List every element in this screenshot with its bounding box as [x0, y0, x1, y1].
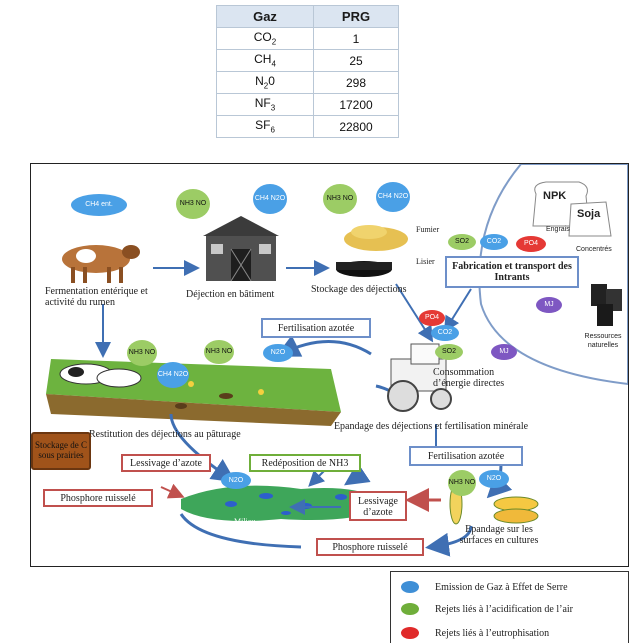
- n2o-cloud: N2O: [221, 472, 251, 489]
- nh3-no-cloud: NH3 NO: [448, 470, 476, 496]
- stockage-c-box: Stockage de C sous prairies: [31, 432, 91, 470]
- phosphore-ruissele-box: Phosphore ruisselé: [43, 489, 153, 507]
- mj-cloud: MJ: [536, 297, 562, 313]
- ghg-cloud-icon: [401, 581, 419, 593]
- fabrication-box: Fabrication et transport des Intrants: [445, 256, 579, 288]
- gwp-table: Gaz PRG CO2 1 CH4 25 N20 298 NF3 17200 S…: [216, 5, 399, 138]
- legend-item: Rejets liés à l’acidification de l’air: [401, 600, 573, 618]
- nh3-no-cloud: NH3 NO: [204, 340, 234, 364]
- gas-subscript: 2: [271, 37, 277, 47]
- legend-item: Rejets liés à l’eutrophisation: [401, 624, 549, 642]
- gas-subscript: 4: [271, 59, 276, 69]
- fermentation-label: Fermentation entérique et activité du ru…: [45, 286, 148, 308]
- legend-label: Emission de Gaz à Effet de Serre: [435, 581, 568, 593]
- legend-label: Rejets liés à l’acidification de l’air: [435, 603, 573, 615]
- input-sacks-pictogram: [532, 181, 612, 237]
- lisier-label: Lisier: [416, 257, 435, 266]
- gas-subscript: 6: [270, 125, 275, 135]
- lessivage-azote-box: Lessivage d’azote: [121, 454, 211, 472]
- prg-cell: 22800: [313, 115, 399, 138]
- n2o-cloud: N2O: [263, 344, 293, 362]
- table-row: SF6 22800: [216, 115, 399, 138]
- concentres-label: Concentrés: [576, 246, 612, 253]
- table-row: NF3 17200: [216, 93, 399, 116]
- barn-pictogram: [203, 216, 279, 282]
- co2-cloud: CO2: [431, 325, 459, 341]
- prg-cell: 25: [313, 49, 399, 72]
- ch4-n2o-cloud: CH4 N2O: [157, 362, 189, 388]
- prg-cell: 17200: [313, 93, 399, 116]
- lessivage-azote-box: Lessivage d’azote: [349, 491, 407, 521]
- gas-cell: SF6: [216, 115, 314, 138]
- stockage-label: Stockage des déjections: [311, 284, 407, 295]
- prg-cell: 1: [313, 27, 399, 50]
- livestock-emissions-diagram: CH4 ent. NH3 NO CH4 N2O NH3 NO CH4 N2O N…: [30, 163, 629, 567]
- engrais-label: Engrais: [546, 226, 570, 233]
- column-header-gaz: Gaz: [216, 5, 314, 28]
- fertilisation-azotee-box: Fertilisation azotée: [261, 318, 371, 338]
- dejection-batiment-label: Déjection en bâtiment: [186, 289, 275, 300]
- gas-formula: NF: [254, 96, 271, 111]
- gas-cell: NF3: [216, 93, 314, 116]
- tractor-pictogram: [387, 343, 452, 412]
- soja-label: Soja: [577, 208, 601, 220]
- epandage-cultures-label: Epandage sur les surfaces en cultures: [459, 524, 539, 546]
- gas-formula: SF: [255, 118, 271, 133]
- gas-formula: CO: [253, 30, 272, 45]
- fumier-label: Fumier: [416, 225, 440, 234]
- oil-barrels-pictogram: [591, 284, 622, 326]
- ch4-n2o-cloud: CH4 N2O: [376, 182, 410, 212]
- nh3-no-cloud: NH3 NO: [323, 184, 357, 214]
- mj-cloud: MJ: [491, 344, 517, 360]
- acidification-cloud-icon: [401, 603, 419, 615]
- so2-cloud: SO2: [448, 234, 476, 250]
- gas-cell: N20: [216, 71, 314, 94]
- n2o-cloud: N2O: [479, 470, 509, 488]
- epandage-dejections-label: Epandage des déjections et fertilisation…: [333, 421, 529, 432]
- legend-item: Emission de Gaz à Effet de Serre: [401, 578, 568, 596]
- gas-cell: CH4: [216, 49, 314, 72]
- table-header-row: Gaz PRG: [216, 5, 399, 28]
- legend-label: Rejets liés à l’eutrophisation: [435, 627, 550, 639]
- redeposition-nh3-box: Redéposition de NH3: [249, 454, 361, 472]
- manure-storage-pictogram: [336, 225, 408, 277]
- column-header-prg: PRG: [313, 5, 399, 28]
- ch4-n2o-cloud: CH4 N2O: [253, 184, 287, 214]
- cow-pictogram: [62, 245, 140, 283]
- gas-formula: N: [255, 74, 264, 89]
- so2-cloud: SO2: [435, 344, 463, 360]
- gas-subscript: 3: [270, 103, 276, 113]
- po4-cloud: PO4: [516, 236, 546, 252]
- consommation-label: Consommation d’énergie directes: [433, 367, 505, 389]
- phosphore-ruissele-box: Phosphore ruisselé: [316, 538, 424, 556]
- table-row: CH4 25: [216, 49, 399, 72]
- ressources-label: Ressources naturelles: [584, 333, 622, 349]
- co2-cloud: CO2: [480, 234, 508, 250]
- pasture-pictogram: [46, 359, 341, 426]
- fertilisation-azotee-box: Fertilisation azotée: [409, 446, 523, 466]
- milieu-label: Milieu: [234, 517, 256, 526]
- eutrophication-cloud-icon: [401, 627, 419, 639]
- table-row: CO2 1: [216, 27, 399, 50]
- diagram-artwork: [46, 164, 628, 557]
- crops-pictogram: [449, 483, 539, 525]
- table-row: N20 298: [216, 71, 399, 94]
- legend: Emission de Gaz à Effet de Serre Rejets …: [390, 571, 629, 643]
- water-body-pictogram: [181, 485, 391, 522]
- prg-cell: 298: [313, 71, 399, 94]
- gas-formula-tail: 0: [268, 74, 275, 89]
- gas-cell: CO2: [216, 27, 314, 50]
- po4-cloud: PO4: [419, 310, 445, 326]
- gas-subscript: 2: [263, 81, 269, 91]
- npk-label: NPK: [543, 190, 567, 202]
- restitution-label: Restitution des déjections au pâturage: [89, 429, 241, 440]
- gas-formula: CH: [254, 52, 272, 67]
- nh3-no-cloud: NH3 NO: [176, 189, 210, 219]
- nh3-no-cloud: NH3 NO: [127, 340, 157, 366]
- ch4-enteric-cloud: CH4 ent.: [71, 194, 127, 216]
